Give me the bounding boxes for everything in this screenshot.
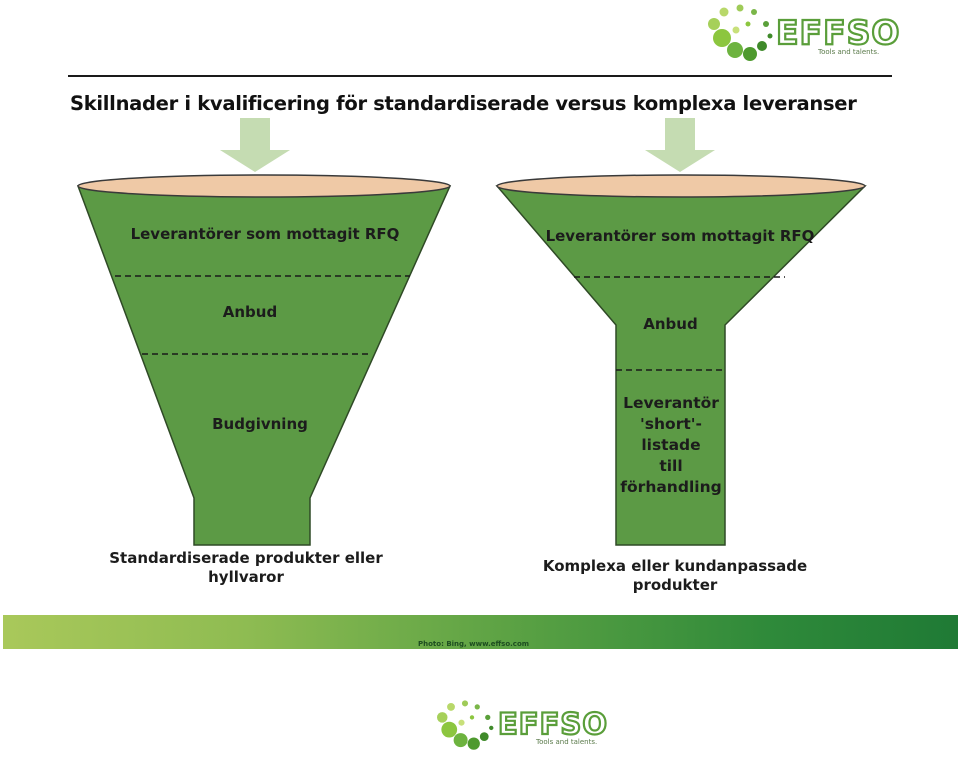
funnels-diagram (76, 118, 867, 546)
right-caption: Komplexa eller kundanpassade produkter (530, 557, 820, 595)
right-stem-text: Leverantör 'short'- listade till förhand… (606, 393, 736, 498)
right-stem-line-1: Leverantör (623, 394, 719, 412)
photo-credit: Photo: Bing, www.effso.com (418, 640, 530, 648)
right-stage-rfq: Leverantörer som mottagit RFQ (545, 227, 815, 245)
effso-dots-icon (708, 4, 773, 61)
effso-dots-icon-bottom (437, 700, 494, 750)
right-caption-line1: Komplexa eller kundanpassade (542, 557, 808, 575)
right-caption-line2: produkter (632, 576, 718, 594)
footer-band: Photo: Bing, www.effso.com (3, 615, 958, 649)
left-stage-rfq: Leverantörer som mottagit RFQ (130, 225, 400, 243)
left-stage-budgivning: Budgivning (212, 415, 308, 433)
right-stem-line-5: förhandling (620, 478, 722, 496)
right-stem-line-3: listade (641, 436, 701, 454)
left-funnel-rim (77, 174, 451, 198)
header-divider (68, 75, 892, 77)
effso-wordmark: EFFSO (775, 12, 901, 53)
left-down-arrow-icon (220, 118, 290, 172)
right-down-arrow-icon (645, 118, 715, 172)
right-stem-line-2: 'short'- (640, 415, 702, 433)
slide-title: Skillnader i kvalificering för standardi… (70, 92, 857, 115)
right-funnel-rim (496, 174, 866, 198)
right-stage-anbud: Anbud (643, 315, 698, 333)
right-stem-line-4: till (659, 457, 683, 475)
effso-logo-top: EFFSO Tools and talents. (700, 0, 901, 70)
left-caption: Standardiserade produkter eller hyllvaro… (100, 549, 392, 587)
effso-tagline: Tools and talents. (818, 48, 880, 56)
effso-wordmark-bottom: EFFSO (497, 706, 608, 742)
left-stage-anbud: Anbud (222, 303, 278, 321)
left-caption-line2: hyllvaror (208, 568, 284, 586)
effso-tagline-bottom: Tools and talents. (536, 738, 598, 746)
effso-logo-bottom: EFFSO Tools and talents. (430, 696, 610, 758)
left-caption-line1: Standardiserade produkter eller (109, 549, 383, 567)
